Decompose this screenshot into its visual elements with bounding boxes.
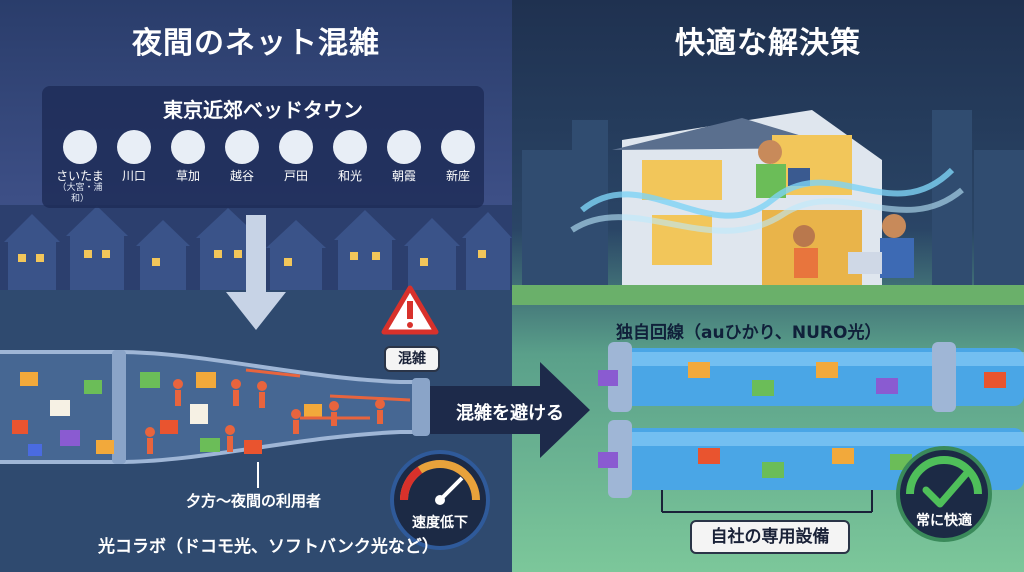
fiber-pipe-top <box>608 342 1024 412</box>
building-icon <box>387 130 421 164</box>
right-panel-solution: 快適な解決策 独自回線（auひかり、NURO光） 自社の専用設備 常に快適 <box>512 0 1024 572</box>
flow-arrows <box>245 368 411 420</box>
gauge-arc <box>906 456 982 495</box>
laptop-icon <box>848 252 882 274</box>
city-soka: 草加 <box>162 130 214 183</box>
warning-mark <box>407 301 413 319</box>
gauge-needle <box>438 476 464 502</box>
people-crowd <box>145 379 385 454</box>
city-wako: 和光 <box>324 130 376 183</box>
person-laptop-2 <box>882 214 906 238</box>
building-icon <box>279 130 313 164</box>
pipe-outlet <box>412 378 430 436</box>
city-toda: 戸田 <box>270 130 322 183</box>
left-panel-congestion: 夜間のネット混雑 東京近郊ベッドタウン さいたま （大宮・浦和） 川口 草加 越… <box>0 0 512 572</box>
comfort-label: 常に快適 <box>916 513 972 529</box>
pipe-ring <box>112 350 126 464</box>
right-scene <box>512 110 1024 542</box>
building-icon <box>63 130 97 164</box>
building-icon <box>171 130 205 164</box>
city-kawaguchi: 川口 <box>108 130 160 183</box>
house-window <box>642 160 722 200</box>
congested-pipe <box>0 352 420 462</box>
city-koshigaya: 越谷 <box>216 130 268 183</box>
building-icon <box>333 130 367 164</box>
congestion-tag: 混雑 <box>384 346 440 372</box>
bedtown-title: 東京近郊ベッドタウン <box>163 98 363 122</box>
city-niiza: 新座 <box>432 130 484 183</box>
pipe-edge-top <box>0 350 420 384</box>
city-saitama: さいたま （大宮・浦和） <box>54 130 106 205</box>
lawn <box>512 285 1024 305</box>
down-arrow <box>226 215 286 330</box>
city-asaka: 朝霞 <box>378 130 430 183</box>
left-title: 夜間のネット混雑 <box>132 26 380 61</box>
collab-label: 光コラボ（ドコモ光、ソフトバンク光など） <box>98 537 439 557</box>
check-icon <box>922 470 970 508</box>
data-packets <box>12 372 322 456</box>
users-label: 夕方〜夜間の利用者 <box>186 492 322 510</box>
speed-drop-label: 速度低下 <box>412 515 468 531</box>
left-scene <box>0 205 512 572</box>
fast-packets <box>598 362 1006 478</box>
own-facility-label: 自社の専用設備 <box>690 520 850 554</box>
building-icon <box>117 130 151 164</box>
own-lines-label: 独自回線（auひかり、NURO光） <box>616 323 882 343</box>
avoid-congestion-label: 混雑を避ける <box>456 403 564 424</box>
building-icon <box>225 130 259 164</box>
person-tablet <box>758 140 782 164</box>
bedtown-box: 東京近郊ベッドタウン さいたま （大宮・浦和） 川口 草加 越谷 戸田 <box>42 86 484 208</box>
person-laptop <box>793 225 815 247</box>
right-title: 快適な解決策 <box>675 26 861 61</box>
lit-windows <box>18 250 486 266</box>
building-icon <box>441 130 475 164</box>
connection-waves <box>570 167 964 234</box>
